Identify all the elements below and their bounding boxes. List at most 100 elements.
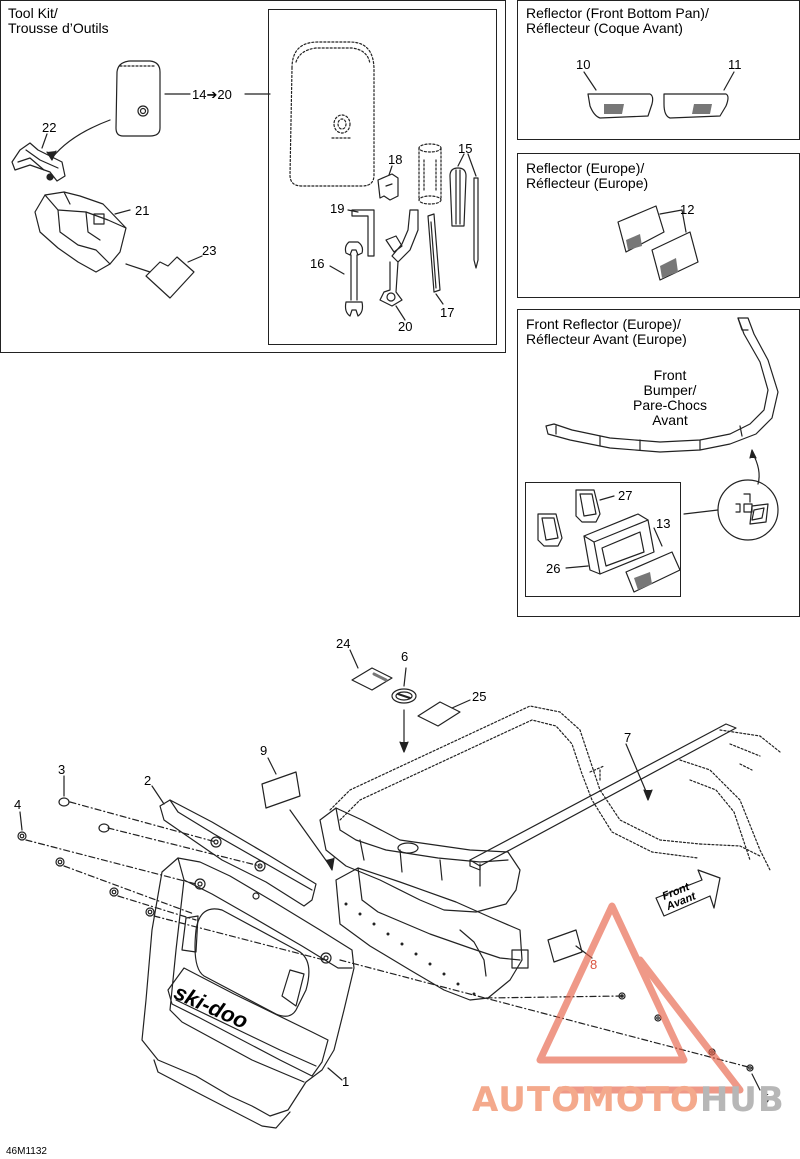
callout-11: 11 — [728, 57, 742, 72]
callout-3: 3 — [58, 762, 66, 777]
leader-18 — [388, 165, 393, 176]
callout-19: 19 — [330, 201, 345, 216]
front-reflector-detail-frame — [525, 482, 681, 597]
open-wrench-icon — [344, 241, 364, 317]
reflector-right-11-icon — [663, 93, 729, 119]
leader-4 — [19, 811, 23, 831]
arrow-9 — [289, 809, 331, 867]
tool-bag-small-icon — [115, 60, 161, 137]
nut-axis-2 — [63, 865, 195, 915]
sticker-8-icon — [547, 929, 583, 963]
front-bumper-icon — [545, 317, 779, 453]
callout-9: 9 — [260, 743, 268, 758]
tool-bag-large-icon — [289, 41, 375, 187]
callout-10: 10 — [576, 57, 591, 72]
leader-27 — [599, 495, 615, 501]
reflector-europe-title: Reflector (Europe)/ Réflecteur (Europe) — [526, 160, 649, 191]
leader-11 — [723, 71, 735, 91]
callout-24: 24 — [336, 636, 351, 651]
tool-kit-panel — [0, 0, 506, 353]
drive-tool-icon — [379, 209, 419, 307]
reflector-front-bottom-pan-panel — [517, 0, 800, 140]
callout-15: 15 — [458, 141, 473, 156]
bottom-pan-1-icon — [141, 857, 355, 1129]
callout-13: 13 — [656, 516, 671, 531]
reflector-europe-12b-icon — [651, 231, 699, 281]
leader-9 — [267, 757, 277, 775]
reflector-europe-12a-icon — [617, 205, 665, 253]
leader-17 — [435, 293, 444, 305]
sticker-24-icon — [351, 667, 393, 691]
callout-8: 8 — [590, 957, 598, 972]
bumper-reflector-detail-icon — [735, 493, 769, 525]
spark-plug-socket-icon — [418, 143, 442, 205]
leader-12b — [681, 209, 687, 233]
leader-5 — [751, 1073, 761, 1091]
leader-21 — [114, 209, 131, 215]
spark-plug-holder-icon — [377, 173, 399, 201]
nut-axis-4 — [153, 915, 325, 961]
leader-24 — [349, 649, 359, 669]
callout-14-20: 14➔20 — [192, 87, 232, 102]
rivet-axis-1 — [69, 801, 217, 843]
leader-23 — [125, 263, 151, 273]
leader-25 — [451, 699, 471, 709]
callout-12: 12 — [680, 202, 695, 217]
watermark-logo — [536, 902, 744, 1094]
callout-17: 17 — [440, 305, 455, 320]
leader-10 — [583, 71, 597, 91]
leader-15b — [467, 153, 477, 177]
callout-6: 6 — [401, 649, 409, 664]
reflector-housing-26-icon — [583, 513, 655, 575]
trim-strip-7-icon — [469, 723, 737, 871]
nut-axis-1 — [25, 839, 197, 885]
rivet-axis-2 — [107, 827, 261, 867]
callout-26: 26 — [546, 561, 561, 576]
screwdriver-bit-icon — [473, 177, 479, 269]
leader-12a — [659, 209, 683, 215]
sticker-25-icon — [417, 701, 461, 727]
arrow-to-holder — [51, 119, 111, 159]
detail-magnifier-circle — [717, 479, 779, 541]
leader-7 — [625, 743, 649, 797]
rivet-3-icon — [58, 797, 110, 833]
leader-1 — [327, 1067, 343, 1081]
leader-22 — [41, 133, 48, 149]
leader-15a — [457, 153, 465, 167]
callout-7: 7 — [624, 730, 632, 745]
reflector-front-bottom-pan-title: Reflector (Front Bottom Pan)/ Réflecteur… — [526, 5, 709, 36]
bracket-2-icon — [159, 799, 317, 907]
tool-holder-case-icon — [34, 191, 127, 273]
tool-kit-contents-frame — [268, 9, 497, 345]
watermark-text: AUTOMOTOHUB — [472, 1080, 785, 1120]
leader-13 — [653, 527, 663, 547]
callout-23: 23 — [202, 243, 217, 258]
leader-16 — [329, 265, 345, 275]
callout-1: 1 — [342, 1074, 350, 1089]
callout-4: 4 — [14, 797, 22, 812]
emblem-6-icon — [391, 688, 417, 704]
watermark-text-a: AUTOMOTO — [472, 1080, 700, 1120]
callout-2: 2 — [144, 773, 152, 788]
callout-22: 22 — [42, 120, 57, 135]
strap-icon — [427, 213, 441, 293]
callout-21: 21 — [135, 203, 150, 218]
reflector-bracket-27b-icon — [575, 489, 601, 523]
callout-20: 20 — [398, 319, 413, 334]
watermark-text-b: HUB — [699, 1080, 785, 1120]
callout-18: 18 — [388, 152, 403, 167]
front-frame-icon — [319, 807, 521, 913]
frame-holes — [344, 902, 476, 996]
screwdriver-icon — [449, 167, 467, 227]
screw-axis-2 — [485, 995, 623, 999]
nut-axis-3 — [117, 895, 197, 921]
callout-5: 5 — [762, 1091, 770, 1106]
front-reflector-europe-title: Front Reflector (Europe)/ Réflecteur Ava… — [526, 316, 687, 347]
frame-body-icon — [335, 867, 529, 1001]
diagram-code: 46M1132 — [6, 1146, 47, 1157]
reflector-sticker-13-icon — [625, 551, 681, 593]
leader-20 — [395, 305, 406, 321]
detail-leader — [683, 509, 719, 515]
nut-4-icon — [17, 831, 155, 917]
